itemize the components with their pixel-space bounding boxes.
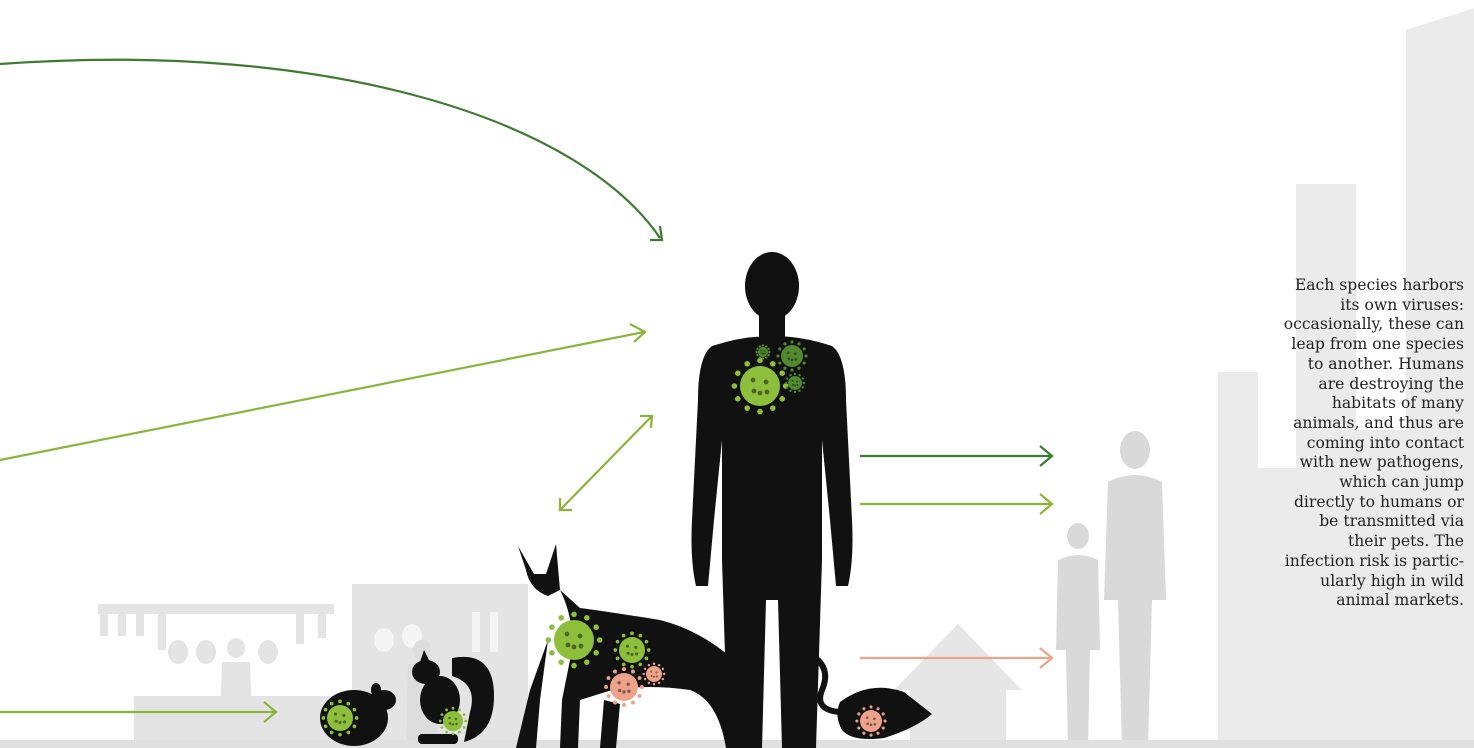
caption-line: be transmitted via: [1224, 512, 1464, 532]
arrow-curve-to-human: [0, 60, 660, 238]
caption-line: animals, and thus are: [1224, 414, 1464, 434]
caption-text: Each species harbors its own viruses: oc…: [1224, 276, 1464, 611]
caption-line: leap from one species: [1224, 335, 1464, 355]
caption-line: habitats of many: [1224, 394, 1464, 414]
caption-line: its own viruses:: [1224, 296, 1464, 316]
arrow-cat-human-double: [560, 416, 652, 510]
caption-line: are destroying the: [1224, 375, 1464, 395]
caption-line: animal markets.: [1224, 591, 1464, 611]
caption-line: which can jump: [1224, 473, 1464, 493]
people-group-icon: [1056, 431, 1166, 748]
caption-line: coming into contact: [1224, 434, 1464, 454]
arrow-wild-to-human: [0, 332, 644, 460]
caption-line: occasionally, these can: [1224, 315, 1464, 335]
caption-line: to another. Humans: [1224, 355, 1464, 375]
caption-line: with new pathogens,: [1224, 453, 1464, 473]
caption-line: Each species harbors: [1224, 276, 1464, 296]
house-icon: [894, 624, 1022, 748]
caption-line: ularly high in wild: [1224, 572, 1464, 592]
caption-line: their pets. The: [1224, 532, 1464, 552]
caption-line: infection risk is partic-: [1224, 552, 1464, 572]
caption-line: directly to humans or: [1224, 493, 1464, 513]
